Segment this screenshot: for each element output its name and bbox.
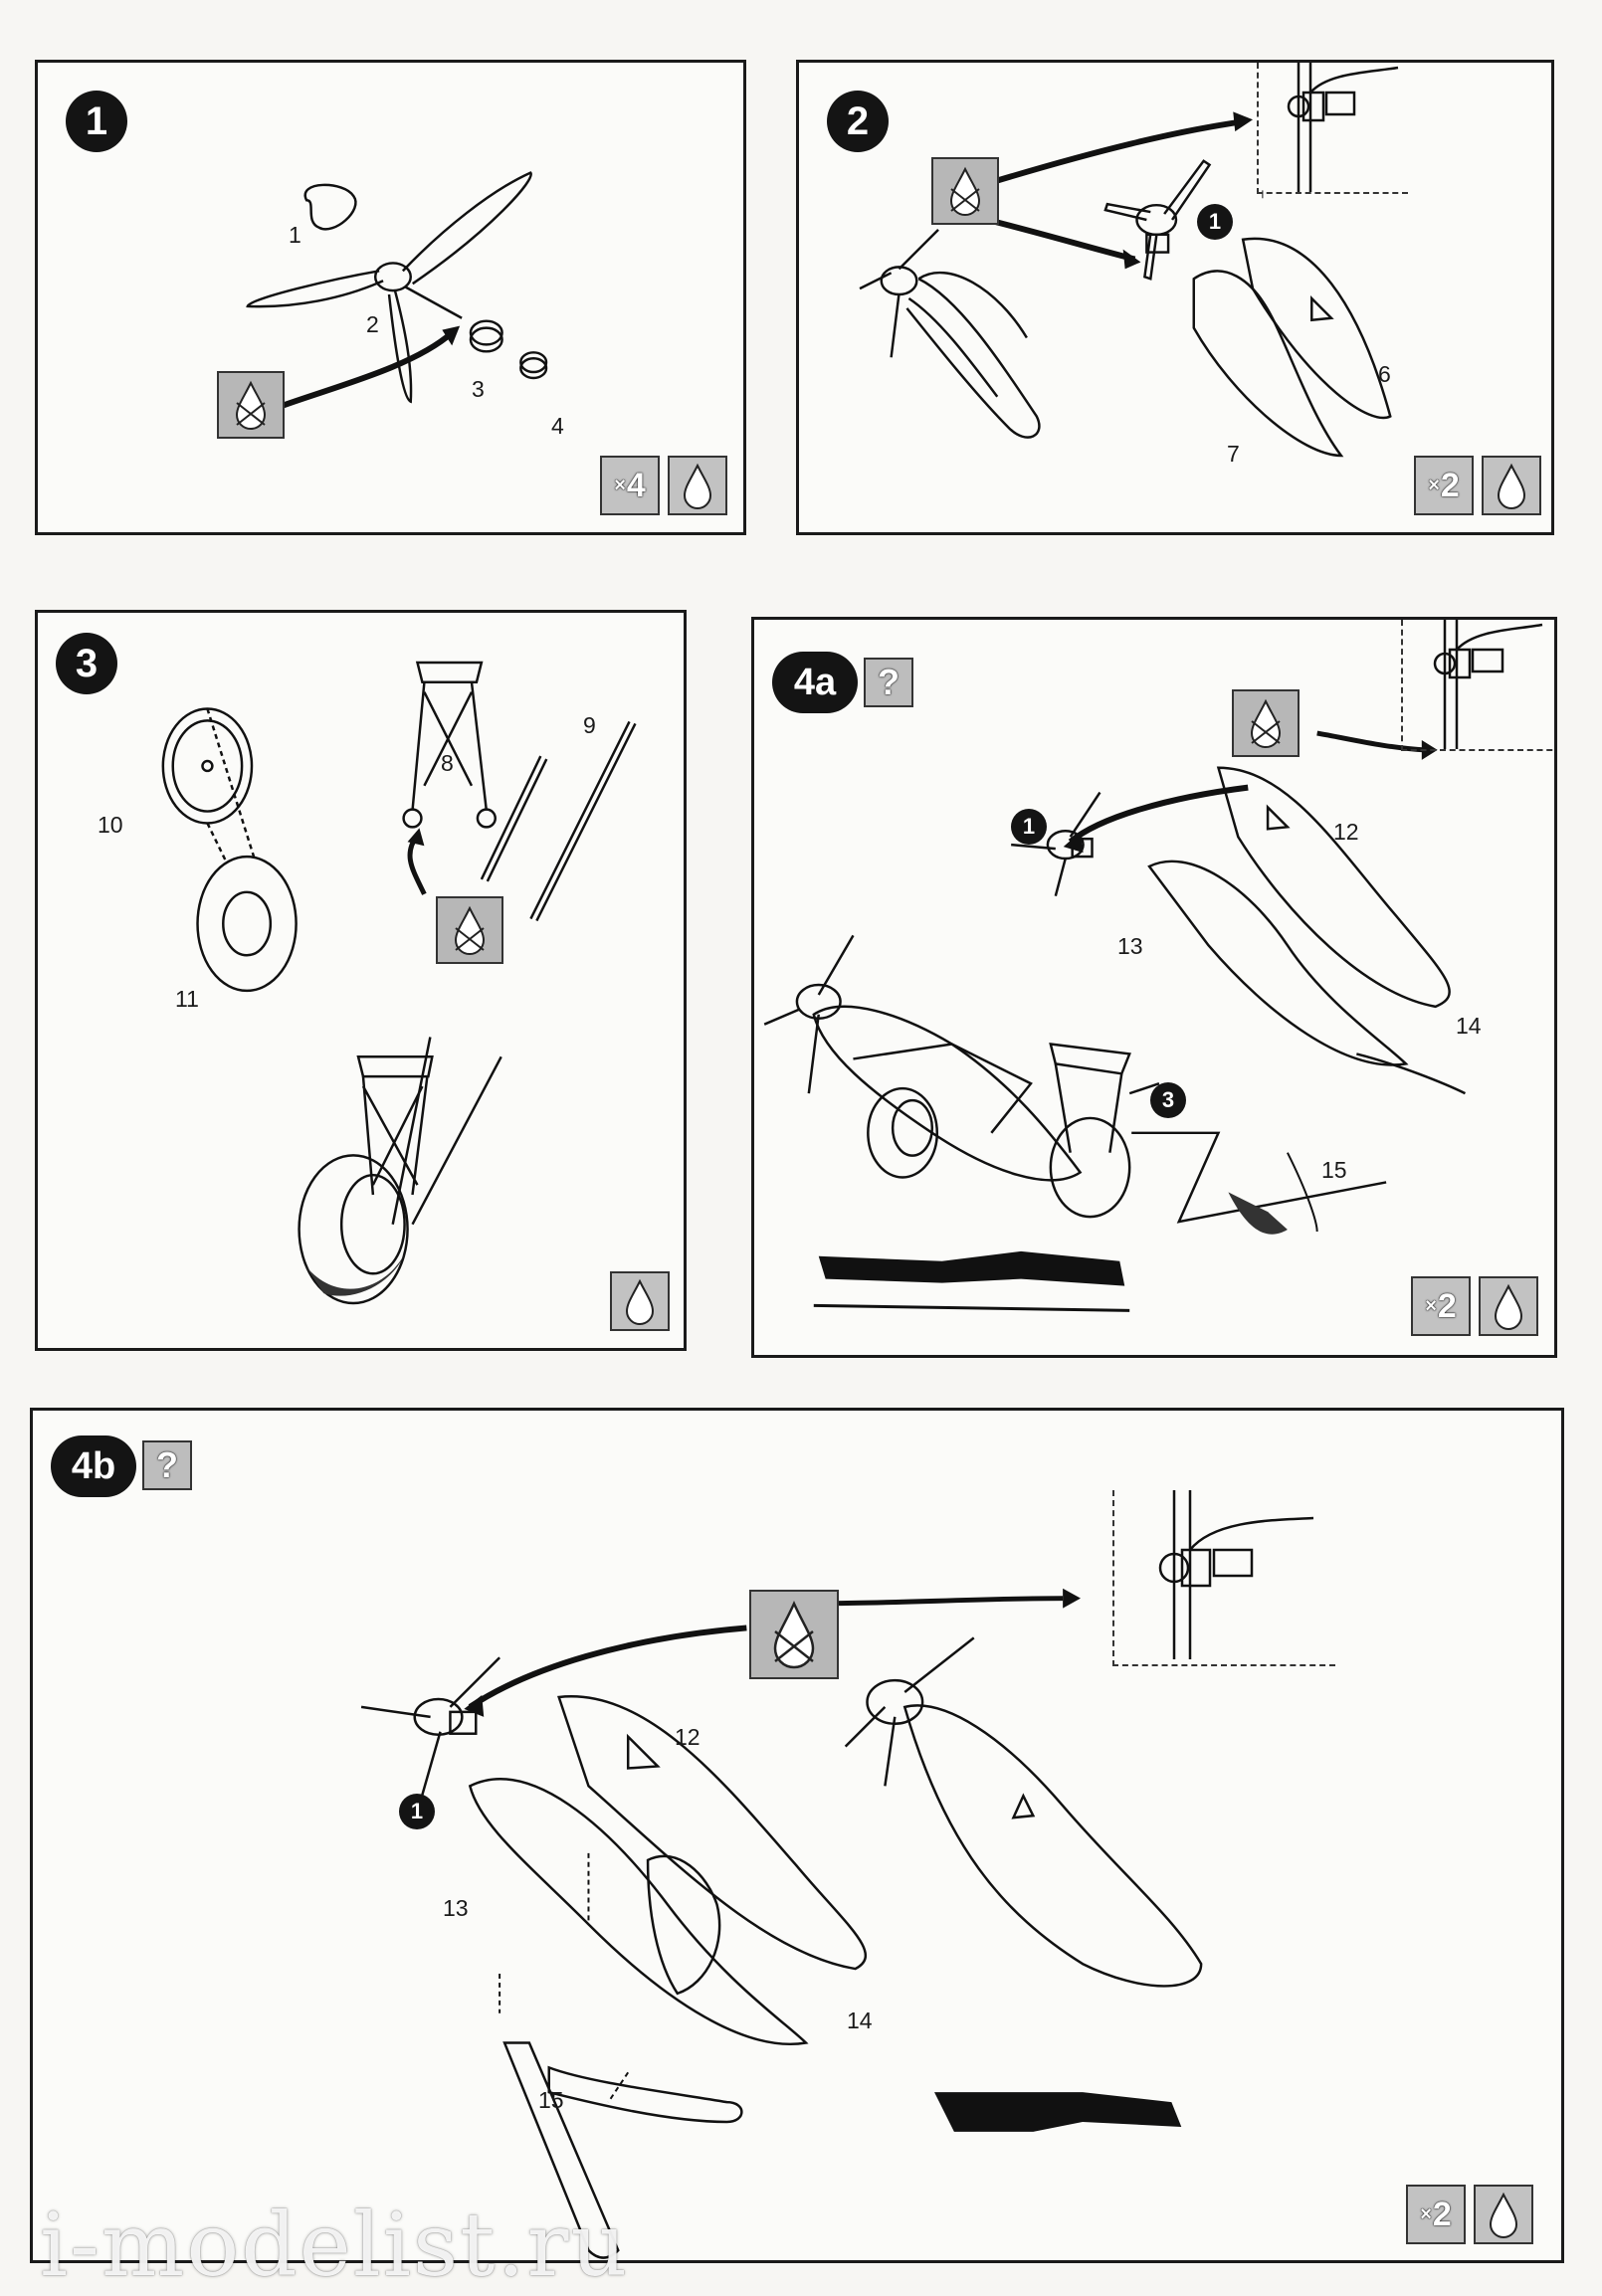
- part-number-3: 3: [472, 376, 485, 402]
- step-2-badge: 2: [827, 91, 889, 152]
- step-4a-badge: 4a: [772, 652, 858, 713]
- quantity-x2-icon: ×2: [1414, 456, 1474, 515]
- step-3-panel: 3 8 9 10 11: [35, 610, 687, 1351]
- landing-gear-drawing: [161, 661, 637, 1305]
- part-number-9: 9: [583, 712, 596, 738]
- step-4b-badge: 4b: [51, 1435, 136, 1497]
- nacelle-gear-installation-drawing: [763, 730, 1467, 1312]
- site-watermark: i-modelist.ru: [40, 2194, 630, 2296]
- part-number-6: 6: [1378, 361, 1391, 387]
- glue-drop-crossed-icon: [931, 157, 999, 225]
- part-number-12: 12: [1333, 819, 1359, 845]
- part-number-8: 8: [441, 750, 454, 776]
- part-number-13: 13: [1117, 933, 1143, 959]
- glue-drop-crossed-icon: [1232, 689, 1300, 757]
- step-reference-1: 1: [1197, 204, 1233, 240]
- part-number-15: 15: [1321, 1157, 1347, 1183]
- quantity-value: 2: [1432, 2195, 1452, 2233]
- part-number-7: 7: [1227, 441, 1240, 467]
- quantity-prefix: ×: [614, 474, 626, 496]
- part-number-13: 13: [443, 1895, 469, 1921]
- quantity-value: 4: [626, 466, 646, 504]
- step-reference-1: 1: [1011, 809, 1047, 845]
- part-number-15: 15: [538, 2087, 564, 2113]
- quantity-prefix: ×: [1420, 2202, 1432, 2225]
- step-4a-panel: 4a ? 1 3 12 13 14 15 ×2: [751, 617, 1557, 1358]
- question-icon: ?: [142, 1440, 192, 1490]
- engine-nacelle-drawing: [859, 111, 1392, 458]
- step-1-panel: 1 1 2 3 4 ×4: [35, 60, 746, 535]
- part-number-14: 14: [847, 2008, 873, 2033]
- paint-drop-icon: [610, 1271, 670, 1331]
- engine-mount-detail-inset: [1257, 63, 1408, 194]
- part-number-2: 2: [366, 311, 379, 337]
- glue-drop-crossed-icon: [436, 896, 503, 964]
- paint-drop-icon: [668, 456, 727, 515]
- nacelle-installation-drawing: [360, 1588, 1203, 2259]
- step-reference-1: 1: [399, 1794, 435, 1829]
- question-icon: ?: [864, 658, 913, 707]
- step-reference-3: 3: [1150, 1082, 1186, 1118]
- part-number-4: 4: [551, 413, 564, 439]
- engine-mount-detail-inset: [1401, 620, 1554, 751]
- part-number-14: 14: [1456, 1013, 1482, 1039]
- quantity-value: 2: [1437, 1286, 1457, 1325]
- quantity-x4-icon: ×4: [600, 456, 660, 515]
- quantity-x2-icon: ×2: [1406, 2185, 1466, 2244]
- quantity-prefix: ×: [1428, 474, 1440, 496]
- part-number-11: 11: [175, 986, 199, 1012]
- quantity-x2-icon: ×2: [1411, 1276, 1471, 1336]
- glue-drop-crossed-icon: [217, 371, 285, 439]
- step-1-badge: 1: [66, 91, 127, 152]
- part-number-10: 10: [98, 812, 123, 838]
- propeller-assembly-drawing: [246, 171, 548, 410]
- step-2-panel: 1 2 6 7 ×2: [796, 60, 1554, 535]
- step-3-badge: 3: [56, 633, 117, 694]
- engine-mount-detail-inset: [1112, 1490, 1335, 1666]
- part-number-1: 1: [289, 222, 301, 248]
- paint-drop-icon: [1474, 2185, 1533, 2244]
- paint-drop-icon: [1482, 456, 1541, 515]
- glue-drop-crossed-icon: [749, 1590, 839, 1679]
- paint-drop-icon: [1479, 1276, 1538, 1336]
- step-4b-panel: 4b ? 1 12 13 14 15 ×2: [30, 1408, 1564, 2263]
- quantity-prefix: ×: [1425, 1294, 1437, 1317]
- part-number-12: 12: [675, 1724, 701, 1750]
- quantity-value: 2: [1440, 466, 1460, 504]
